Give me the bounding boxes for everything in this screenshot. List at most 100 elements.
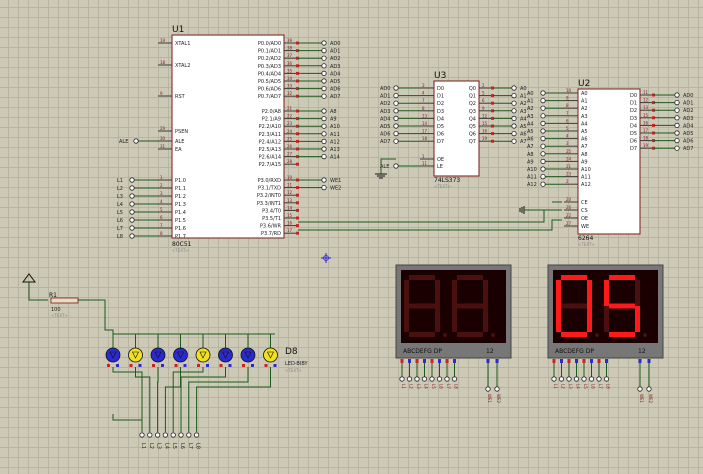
led-icon[interactable] bbox=[173, 347, 188, 363]
net-terminal[interactable] bbox=[393, 115, 399, 122]
net-terminal[interactable] bbox=[494, 386, 500, 392]
net-terminal[interactable] bbox=[596, 376, 602, 382]
net-terminal[interactable] bbox=[155, 432, 161, 438]
net-terminal[interactable] bbox=[444, 376, 450, 382]
net-terminal[interactable] bbox=[429, 376, 435, 382]
net-terminal[interactable] bbox=[321, 47, 327, 54]
net-terminal[interactable] bbox=[139, 432, 145, 438]
net-terminal[interactable] bbox=[511, 108, 517, 114]
net-terminal[interactable] bbox=[393, 100, 399, 106]
u2-6264[interactable]: U2 6264 <TEXT> A010A19A28A37A46A55A64A73… bbox=[298, 79, 693, 247]
net-terminal[interactable] bbox=[393, 131, 399, 137]
net-terminal[interactable] bbox=[393, 123, 399, 129]
net-terminal[interactable] bbox=[451, 376, 458, 382]
net-terminal[interactable] bbox=[393, 163, 399, 169]
net-terminal[interactable] bbox=[147, 432, 153, 438]
net-terminal[interactable] bbox=[129, 225, 135, 231]
net-terminal[interactable] bbox=[674, 92, 680, 98]
net-terminal[interactable] bbox=[674, 107, 680, 113]
net-terminal[interactable] bbox=[540, 113, 546, 119]
r1-body[interactable] bbox=[50, 297, 79, 304]
net-terminal[interactable] bbox=[540, 136, 546, 142]
net-terminal[interactable] bbox=[511, 123, 517, 129]
net-terminal[interactable] bbox=[540, 105, 546, 111]
net-terminal[interactable] bbox=[321, 154, 327, 160]
u1-body[interactable] bbox=[171, 34, 285, 239]
net-terminal[interactable] bbox=[406, 376, 413, 382]
led-icon[interactable] bbox=[128, 347, 143, 363]
led-icon[interactable] bbox=[150, 347, 166, 363]
net-terminal[interactable] bbox=[551, 376, 557, 382]
net-terminal[interactable] bbox=[511, 93, 517, 99]
net-terminal[interactable] bbox=[399, 376, 405, 382]
led-icon[interactable] bbox=[105, 347, 121, 363]
net-terminal[interactable] bbox=[321, 63, 327, 69]
net-terminal[interactable] bbox=[321, 131, 327, 137]
net-terminal[interactable] bbox=[129, 185, 135, 191]
net-terminal[interactable] bbox=[674, 138, 680, 144]
net-terminal[interactable] bbox=[511, 100, 517, 106]
net-terminal[interactable] bbox=[178, 432, 184, 438]
net-terminal[interactable] bbox=[321, 86, 327, 92]
net-terminal[interactable] bbox=[540, 90, 546, 96]
led-icon[interactable] bbox=[195, 347, 211, 363]
net-terminal[interactable] bbox=[393, 93, 399, 99]
net-terminal[interactable] bbox=[194, 432, 200, 438]
net-terminal[interactable] bbox=[540, 151, 546, 157]
net-terminal[interactable] bbox=[511, 138, 517, 144]
net-terminal[interactable] bbox=[540, 143, 546, 149]
net-terminal[interactable] bbox=[674, 100, 680, 106]
net-terminal[interactable] bbox=[421, 376, 428, 382]
net-terminal[interactable] bbox=[540, 98, 546, 104]
net-terminal[interactable] bbox=[674, 145, 680, 151]
net-terminal[interactable] bbox=[540, 181, 546, 187]
net-terminal[interactable] bbox=[393, 108, 399, 114]
net-terminal[interactable] bbox=[485, 386, 491, 392]
led-icon[interactable] bbox=[218, 347, 233, 363]
net-terminal[interactable] bbox=[511, 85, 517, 91]
net-terminal[interactable] bbox=[129, 233, 135, 239]
net-terminal[interactable] bbox=[321, 146, 327, 152]
led-icon[interactable] bbox=[240, 347, 256, 363]
net-terminal[interactable] bbox=[129, 217, 135, 223]
net-terminal[interactable] bbox=[129, 209, 135, 215]
net-terminal[interactable] bbox=[162, 432, 168, 438]
net-terminal[interactable] bbox=[321, 40, 327, 46]
net-terminal[interactable] bbox=[129, 193, 135, 199]
net-terminal[interactable] bbox=[133, 138, 139, 144]
net-terminal[interactable] bbox=[558, 376, 565, 382]
net-terminal[interactable] bbox=[573, 376, 580, 382]
net-terminal[interactable] bbox=[321, 108, 327, 114]
net-terminal[interactable] bbox=[170, 432, 176, 438]
net-terminal[interactable] bbox=[129, 201, 135, 207]
net-terminal[interactable] bbox=[321, 93, 327, 99]
net-terminal[interactable] bbox=[637, 386, 643, 392]
net-terminal[interactable] bbox=[674, 122, 680, 129]
net-terminal[interactable] bbox=[321, 138, 327, 144]
net-terminal[interactable] bbox=[321, 123, 327, 129]
net-terminal[interactable] bbox=[540, 158, 546, 164]
net-terminal[interactable] bbox=[588, 376, 595, 382]
net-terminal[interactable] bbox=[321, 177, 327, 183]
net-terminal[interactable] bbox=[186, 432, 192, 438]
net-terminal[interactable] bbox=[321, 78, 327, 84]
net-terminal[interactable] bbox=[511, 115, 517, 122]
net-terminal[interactable] bbox=[321, 185, 327, 191]
net-terminal[interactable] bbox=[321, 116, 327, 122]
net-terminal[interactable] bbox=[603, 376, 610, 382]
led-icon[interactable] bbox=[263, 347, 278, 363]
net-terminal[interactable] bbox=[393, 85, 399, 91]
net-terminal[interactable] bbox=[393, 138, 399, 144]
u1-80c51[interactable]: U1 80C51 <TEXT> XTAL119XTAL218RST9PSEN29… bbox=[117, 25, 341, 253]
net-terminal[interactable] bbox=[321, 70, 327, 77]
net-terminal[interactable] bbox=[540, 128, 546, 134]
u3-body[interactable] bbox=[433, 80, 480, 177]
net-terminal[interactable] bbox=[646, 386, 652, 392]
net-terminal[interactable] bbox=[414, 376, 420, 382]
u3-74ls373[interactable]: U3 74LS373 <TEXT> D03D14D27D38D413D514D6… bbox=[375, 71, 527, 189]
net-terminal[interactable] bbox=[540, 120, 546, 127]
net-terminal[interactable] bbox=[436, 376, 443, 382]
